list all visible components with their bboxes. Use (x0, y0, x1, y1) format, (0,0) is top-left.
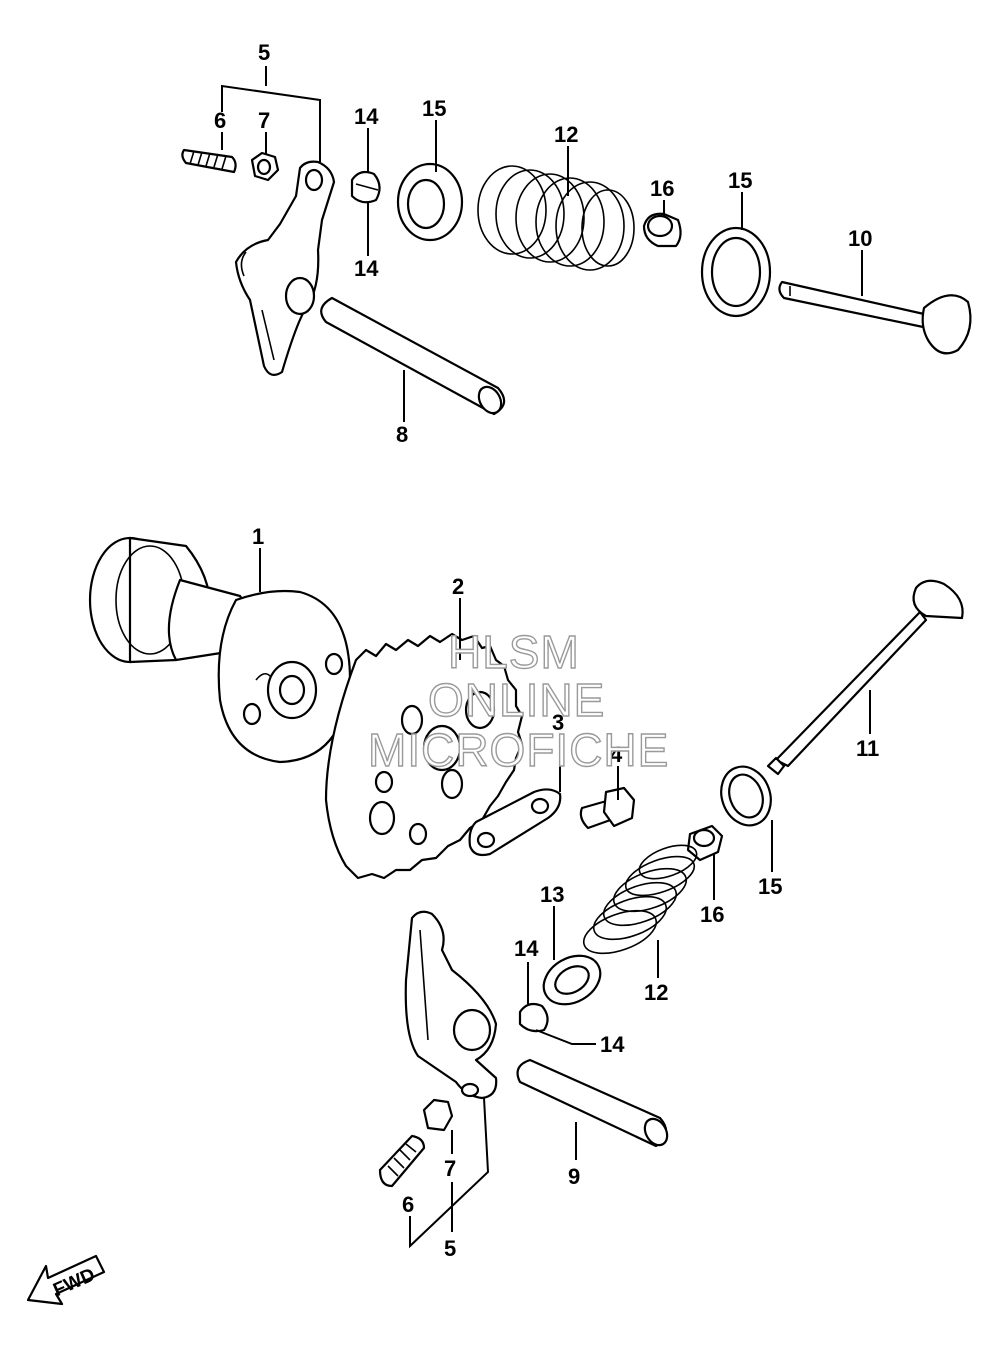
callout-5-top: 5 (258, 40, 270, 65)
camshaft (88, 536, 352, 764)
valve-stem-seal-top (642, 212, 682, 248)
callout-11: 11 (856, 736, 879, 761)
watermark-line-1: HLSM (448, 626, 580, 678)
intake-valve (766, 579, 964, 776)
callout-14-top-b: 14 (354, 256, 379, 281)
cam-plate (468, 788, 562, 857)
valve-cotter-mid (518, 1002, 549, 1033)
callout-14-top-a: 14 (354, 104, 379, 129)
callout-4: 4 (610, 742, 623, 767)
callout-14-mid-b: 14 (600, 1032, 625, 1057)
adjusting-screw-top (181, 148, 237, 174)
leader-lines (221, 66, 871, 1249)
callout-3: 3 (552, 710, 564, 735)
rocker-arm-top (234, 160, 336, 376)
valve-cotter-top (350, 170, 381, 204)
callout-12-mid: 12 (644, 980, 668, 1005)
callout-16-top: 16 (650, 176, 674, 201)
lock-nut-bottom (422, 1098, 454, 1132)
callout-15-top-a: 15 (422, 96, 446, 121)
spring-washer-top (700, 226, 772, 318)
valve-spring-top (477, 165, 635, 271)
callout-6-top: 6 (214, 108, 226, 133)
lock-nut-top (250, 151, 280, 182)
valve-stem-seal-mid (686, 824, 724, 862)
callout-7-top: 7 (258, 108, 270, 133)
callout-numbers: 5 6 7 14 14 15 12 16 15 10 8 1 2 3 4 11 … (214, 40, 879, 1261)
adjusting-screw-bottom (378, 1134, 426, 1188)
spring-retainer-mid (542, 954, 602, 1006)
watermark-line-2: ONLINE (428, 674, 605, 726)
watermark-line-3: MICROFICHE (368, 724, 669, 776)
callout-5-bottom: 5 (444, 1236, 456, 1261)
rocker-shaft-bottom (516, 1058, 669, 1148)
callout-7-bottom: 7 (444, 1156, 456, 1181)
callout-12-top: 12 (554, 122, 578, 147)
callout-10: 10 (848, 226, 872, 251)
cam-sprocket (324, 632, 524, 880)
callout-9: 9 (568, 1164, 580, 1189)
callout-2: 2 (452, 574, 464, 599)
spring-washer-mid (720, 765, 772, 827)
rocker-shaft-top (320, 296, 506, 416)
rocker-arm-bottom (404, 910, 498, 1100)
callout-6-bottom: 6 (402, 1192, 414, 1217)
callout-15-top-b: 15 (728, 168, 752, 193)
callout-14-mid-a: 14 (514, 936, 539, 961)
spring-retainer-top (396, 162, 464, 242)
callout-13: 13 (540, 882, 564, 907)
callout-8: 8 (396, 422, 408, 447)
callout-16-mid: 16 (700, 902, 724, 927)
valve-spring-mid (582, 844, 698, 955)
exhaust-valve (778, 280, 972, 355)
callout-1: 1 (252, 524, 264, 549)
watermark: HLSM ONLINE MICROFICHE (367, 625, 669, 776)
fwd-arrow-icon: FWD (26, 1254, 106, 1306)
cam-bolt (579, 786, 636, 830)
callout-15-mid: 15 (758, 874, 782, 899)
